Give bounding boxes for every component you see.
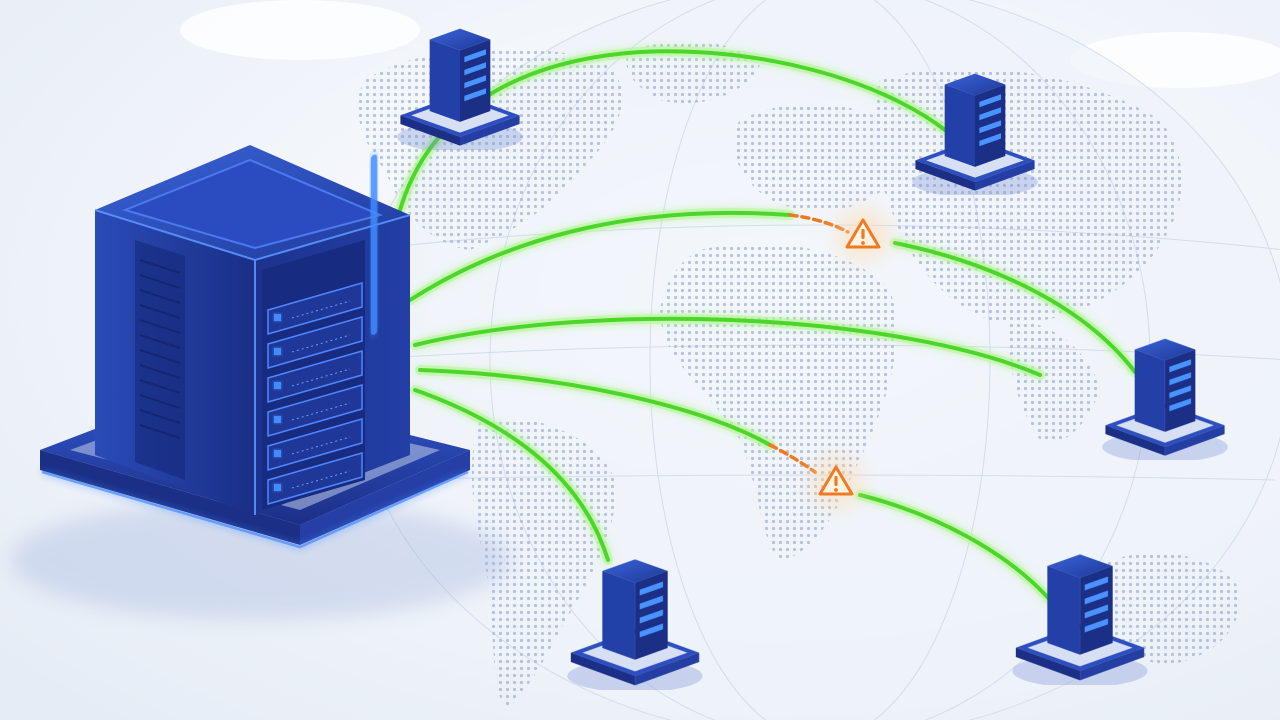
australia [1100, 553, 1241, 665]
link-hub-to-australia-segment-2[interactable] [858, 493, 1052, 602]
warning-triangle-icon[interactable] [837, 209, 889, 261]
drive-bay-vent [291, 402, 351, 421]
drive-led [274, 416, 281, 423]
hub-shadow [10, 500, 510, 620]
drive-bay [267, 452, 363, 505]
drive-bay [267, 350, 363, 403]
drive-bay-vent [291, 300, 351, 319]
drive-bay-vent [291, 436, 351, 455]
south-asia [1009, 320, 1100, 443]
cloud-shape [180, 0, 420, 60]
link-hub-to-south-america[interactable] [413, 388, 610, 562]
hub-server-rack[interactable] [40, 145, 470, 549]
drive-bay [267, 418, 363, 471]
drive-bays [267, 282, 363, 505]
south-america [471, 418, 616, 710]
link-hub-to-east-asia-segment-2[interactable] [893, 241, 1137, 374]
link-degraded-segment[interactable] [768, 443, 817, 474]
europe [733, 103, 906, 211]
drive-bay-vent [291, 470, 351, 489]
drive-bay [267, 316, 363, 369]
link-hub-to-east-asia-direct[interactable] [413, 316, 1042, 377]
drive-led [274, 484, 281, 491]
status-led-strip [371, 154, 377, 335]
warning-triangle-icon[interactable] [810, 456, 862, 508]
drive-bay [267, 282, 363, 335]
drive-led [274, 314, 281, 321]
drive-led [274, 450, 281, 457]
link-hub-to-australia-segment-1[interactable] [418, 368, 772, 447]
drive-bay-vent [291, 368, 351, 387]
drive-led [274, 348, 281, 355]
drive-bay [267, 384, 363, 437]
link-hub-to-east-asia-segment-1[interactable] [408, 210, 792, 302]
drive-led [274, 382, 281, 389]
drive-bay-vent [291, 334, 351, 353]
